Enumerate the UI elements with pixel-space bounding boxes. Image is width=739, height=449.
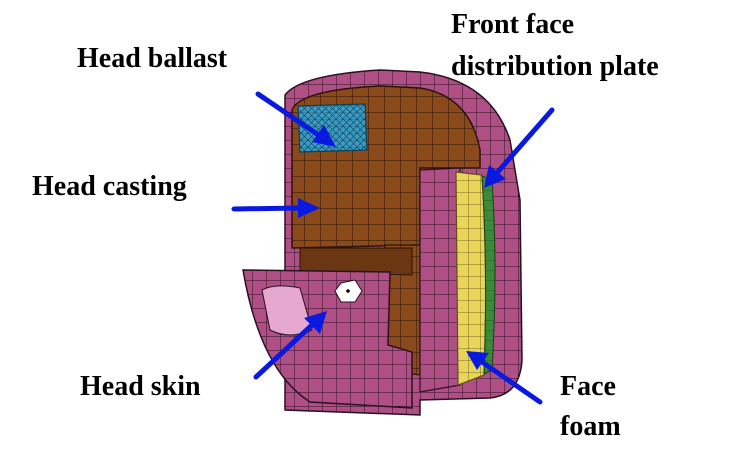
label-front-face-line2: distribution plate xyxy=(451,50,659,84)
label-head-skin: Head skin xyxy=(80,370,201,404)
label-face-line1: Face xyxy=(560,370,616,404)
label-head-ballast: Head ballast xyxy=(77,42,227,76)
label-face-line2: foam xyxy=(560,410,621,444)
label-head-casting: Head casting xyxy=(32,170,187,204)
skin-front-column xyxy=(420,168,460,392)
label-front-face-line1: Front face xyxy=(451,8,574,42)
